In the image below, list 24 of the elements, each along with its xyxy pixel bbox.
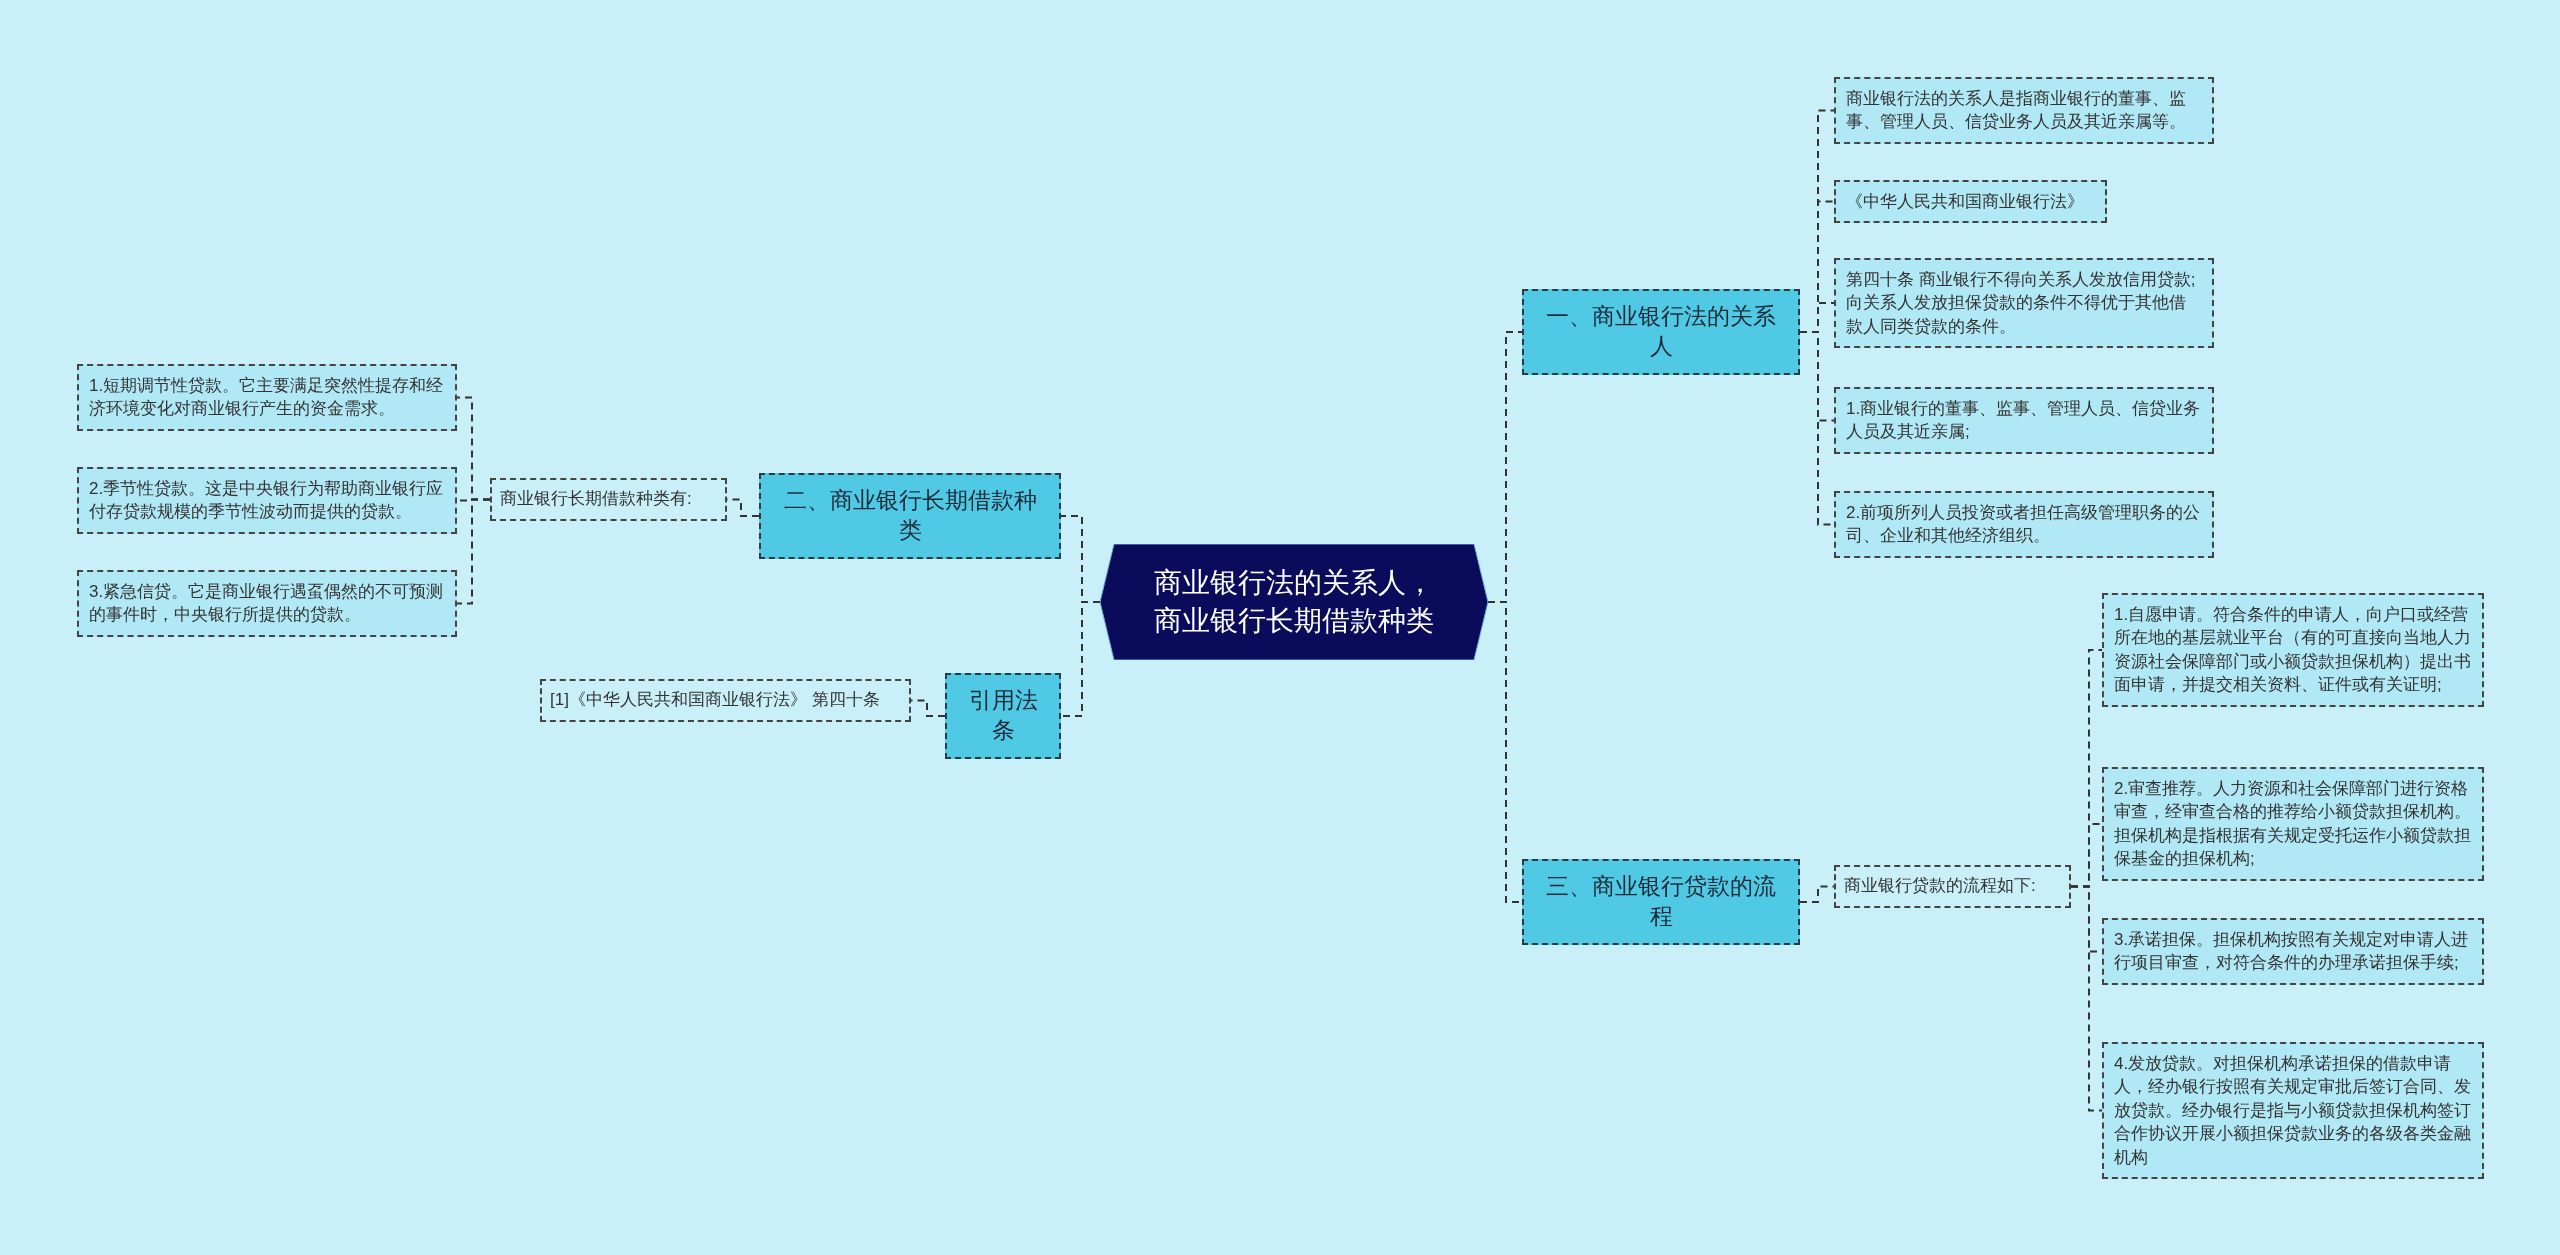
branch-topic: 二、商业银行长期借款种类 <box>759 473 1061 559</box>
branch-topic: 引用法条 <box>945 673 1061 759</box>
note-box: 1.商业银行的董事、监事、管理人员、信贷业务人员及其近亲属; <box>1834 387 2214 454</box>
note-box: 2.前项所列人员投资或者担任高级管理职务的公司、企业和其他经济组织。 <box>1834 491 2214 558</box>
note-box: 2.审查推荐。人力资源和社会保障部门进行资格审查，经审查合格的推荐给小额贷款担保机构。担保机构是指根据有关规定受托运作小额贷款担保基金的担保机构; <box>2102 767 2484 881</box>
note-box: 4.发放贷款。对担保机构承诺担保的借款申请人，经办银行按照有关规定审批后签订合同、发放贷款。经办银行是指与小额贷款担保机构签订合作协议开展小额担保贷款业务的各级各类金融机构 <box>2102 1042 2484 1180</box>
connector-line <box>1799 885 1835 903</box>
note-box: 3.紧急信贷。它是商业银行遇虿偶然的不可预测的事件时，中央银行所提供的贷款。 <box>77 570 457 637</box>
note-box: 商业银行法的关系人是指商业银行的董事、监事、管理人员、信贷业务人员及其近亲属等。 <box>1834 77 2214 144</box>
connector-line <box>456 498 491 605</box>
note-box: 1.自愿申请。符合条件的申请人，向户口或经营所在地的基层就业平台（有的可直接向当地人力资源社会保障部门或小额贷款担保机构）提出书面申请，并提交相关资料、证件或有关证明; <box>2102 593 2484 707</box>
connector-line <box>2070 885 2103 1112</box>
subtopic-box: 商业银行贷款的流程如下: <box>1834 865 2071 908</box>
note-box: 《中华人民共和国商业银行法》 <box>1834 180 2107 224</box>
subtopic-box: [1]《中华人民共和国商业银行法》 第四十条 <box>540 679 911 722</box>
branch-topic: 三、商业银行贷款的流程 <box>1522 859 1800 945</box>
branch-topic: 一、商业银行法的关系人 <box>1522 289 1800 375</box>
connector-line <box>1060 601 1101 717</box>
subtopic-box: 商业银行长期借款种类有: <box>490 478 727 521</box>
central-topic: 商业银行法的关系人，商业银行长期借款种类 <box>1100 544 1488 660</box>
note-box: 1.短期调节性贷款。它主要满足突然性提存和经济环境变化对商业银行产生的资金需求。 <box>77 364 457 431</box>
note-box: 3.承诺担保。担保机构按照有关规定对申请人进行项目审查，对符合条件的办理承诺担保手续; <box>2102 918 2484 985</box>
note-box: 第四十条 商业银行不得向关系人发放信用贷款;向关系人发放担保贷款的条件不得优于其他借款人同类贷款的条件。 <box>1834 258 2214 349</box>
note-box: 2.季节性贷款。这是中央银行为帮助商业银行应付存贷款规模的季节性波动而提供的贷款。 <box>77 467 457 534</box>
